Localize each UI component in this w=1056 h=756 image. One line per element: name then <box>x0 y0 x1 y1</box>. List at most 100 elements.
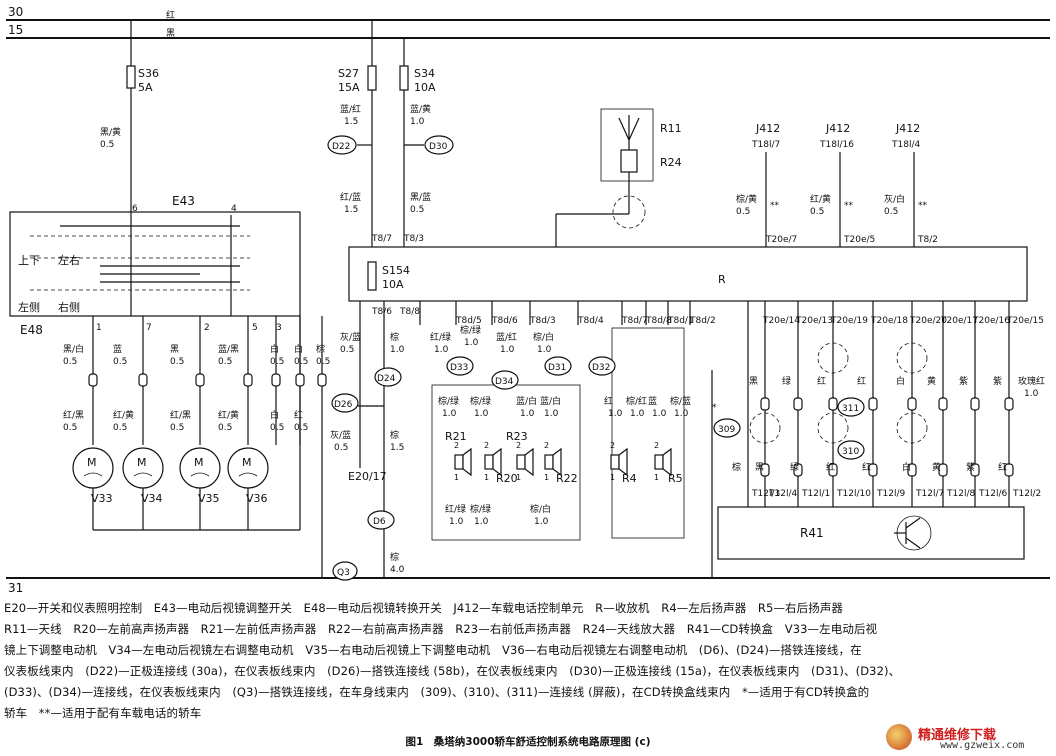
cd-plug-top-2 <box>828 397 838 411</box>
s154-amps: 10A <box>382 278 404 291</box>
speaker-r4-pin-b: 1 <box>610 473 615 482</box>
cd-shield-3 <box>896 342 928 374</box>
motor-wire2-size-2: 0.5 <box>170 423 184 433</box>
speaker-r22-label: R22 <box>556 472 578 485</box>
cd-color-0: 黑 <box>749 376 758 387</box>
cd-color-3: 红 <box>857 375 866 387</box>
t12-color-1: 黑 <box>755 462 764 473</box>
d33-connector <box>446 356 474 376</box>
cd-color-4: 白 <box>896 375 905 387</box>
t12-color-0: 棕 <box>732 461 741 473</box>
motor-v35-m: M <box>194 456 204 469</box>
speaker-r21-pin-a: 2 <box>454 441 459 450</box>
speaker-r20-pin-a: 2 <box>484 441 489 450</box>
j412-pin-7: T18l/7 <box>751 140 780 150</box>
schematic-svg: 30 15 31 红 黑 S36 5A 黑/黄 0.5 S27 15A S34 … <box>6 5 1050 595</box>
e43-pin-6: 6 <box>132 204 138 214</box>
cd-shield-5 <box>896 412 928 444</box>
motor-plug-2 <box>195 373 205 387</box>
watermark-logo-icon <box>886 724 912 750</box>
s27-amps: 15A <box>338 81 360 94</box>
j412-pin-4: T18l/4 <box>891 140 920 150</box>
legend-line-6: 轿车 **—适用于配有车载电话的轿车 <box>4 706 202 720</box>
speaker-wire-color-10: 棕/白 <box>530 503 551 515</box>
pin-t20e7: T20e/7 <box>765 235 797 245</box>
aux-plug-0 <box>271 373 281 387</box>
speaker-wire-size-10: 1.0 <box>534 517 549 527</box>
w-j1-color: 棕/黄 <box>736 193 757 205</box>
cd-pin-top-0: T20e/14 <box>762 316 800 326</box>
legend: E20—开关和仪表照明控制 E43—电动后视镜调整开关 E48—电动后视镜转换开… <box>4 598 1052 724</box>
d31-label: D31 <box>548 363 566 373</box>
s34-amps: 10A <box>414 81 436 94</box>
c310-connector <box>837 440 865 460</box>
cd-pin-bot-4: T12l/7 <box>915 489 944 499</box>
pin-t82: T8/2 <box>917 235 938 245</box>
motor-wire-color-3: 蓝/黑 <box>218 343 239 355</box>
j412-group: J412 T18l/7 棕/黄 0.5 ** T20e/7 J412 T18l/… <box>736 122 938 247</box>
watermark: 精通维修下载 www.gzweix.com <box>880 722 1050 752</box>
speaker-wire-size-5: 1.0 <box>474 409 489 419</box>
aux-size-0: 0.5 <box>270 357 284 367</box>
motor-wire-size-3: 0.5 <box>218 357 232 367</box>
e48-pin-2: 2 <box>204 323 210 333</box>
d32-label: D32 <box>592 363 610 373</box>
w-s34-color: 蓝/黄 <box>410 103 431 115</box>
speaker-wire-color-8: 红/绿 <box>445 503 466 515</box>
w-s27b-size: 1.5 <box>344 205 358 215</box>
cd-pin-bot-3: T12l/9 <box>876 489 905 499</box>
r41-cd-changer-box <box>717 506 1025 560</box>
cd-shield-1 <box>749 412 781 444</box>
cd-pin-bot-0: T12l/4 <box>768 489 797 499</box>
legend-line-3: 镜上下调整电动机 V34—左电动后视镜左右调整电动机 V35—右电动后视镜上下调… <box>4 643 862 657</box>
cd-plug-top-5 <box>938 397 948 411</box>
c310-label: 310 <box>842 447 859 457</box>
e43-updown: 上下 <box>18 254 40 267</box>
w-g2-size: 1.0 <box>390 345 405 355</box>
w-g4-color: 棕 <box>390 429 399 441</box>
cd-pin-top-4: T20e/20 <box>909 316 947 326</box>
motor-v33-arrow-icon <box>83 472 103 477</box>
d32-connector <box>588 356 616 376</box>
j412-label-3: J412 <box>895 122 920 135</box>
motor-wire2-size-3: 0.5 <box>218 423 232 433</box>
speaker-r5-label: R5 <box>668 472 683 485</box>
speaker-wire-size-6: 1.0 <box>520 409 535 419</box>
speaker-pin-5: T8d/8 <box>645 316 672 326</box>
watermark-title: 精通维修下载 <box>918 728 997 743</box>
motor-wire-size-1: 0.5 <box>113 357 127 367</box>
r41-label: R41 <box>800 526 824 540</box>
q3-connector <box>332 561 358 581</box>
antenna-amplifier <box>620 149 638 173</box>
pin-t88: T8/8 <box>399 307 420 317</box>
speaker-r5-pin-b: 1 <box>654 473 659 482</box>
antenna-spike-1 <box>618 117 630 141</box>
cd-color-6: 紫 <box>959 376 968 387</box>
speaker-r23-body <box>516 454 526 470</box>
motor-v35-arrow-icon <box>190 472 210 477</box>
speaker-wire-color-11: 红 <box>604 395 613 407</box>
cd-plug-bot-7 <box>1004 463 1014 477</box>
motor-wire2-color-1: 红/黄 <box>113 409 134 421</box>
speaker-wire-size-4: 1.0 <box>442 409 457 419</box>
d24-label: D24 <box>377 374 396 384</box>
cd-color-7: 紫 <box>993 376 1002 387</box>
speaker-wire-color-1: 棕/绿 <box>460 324 481 336</box>
cd-plug-top-6 <box>970 397 980 411</box>
motor-v33-m: M <box>87 456 97 469</box>
speaker-r22-body <box>544 454 554 470</box>
speaker-wire-size-7: 1.0 <box>544 409 559 419</box>
cd-plug-top-4 <box>907 397 917 411</box>
w-s36-color: 黑/黄 <box>100 126 121 138</box>
e20-label: E20/17 <box>348 470 387 483</box>
motor-wire2-color-3: 红/黄 <box>218 409 239 421</box>
j412-label-2: J412 <box>825 122 850 135</box>
w-g5-color: 棕 <box>390 551 399 563</box>
pin-t83: T8/3 <box>403 234 424 244</box>
antenna-shield <box>612 195 646 229</box>
legend-line-2: R11—天线 R20—左前高声扬声器 R21—左前低声扬声器 R22—右前高声扬… <box>4 622 878 636</box>
cd-plug-bot-5 <box>938 463 948 477</box>
figure-caption: 图1 桑塔纳3000轿车舒适控制系统电路原理图 (c) <box>405 736 651 748</box>
d34-label: D34 <box>495 377 514 387</box>
watermark-url: www.gzweix.com <box>940 740 1025 751</box>
